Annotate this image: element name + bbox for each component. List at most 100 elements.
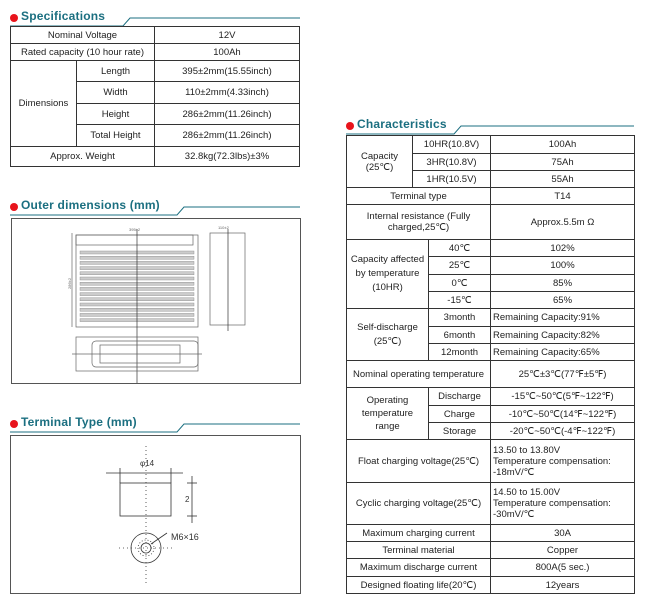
characteristics-table: Capacity (25℃)10HR(10.8V)100Ah 3HR(10.8V…: [345, 135, 636, 594]
label: 3month: [427, 308, 492, 327]
length-dimension: 395±2: [129, 227, 141, 232]
value: 100%: [490, 256, 636, 275]
value: 102%: [490, 239, 636, 257]
label: Charge: [427, 405, 492, 423]
label: 10HR(10.8V): [411, 135, 492, 154]
table-row: Float charging voltage(25℃) 13.50 to 13.…: [345, 439, 636, 483]
value: -15℃~50℃(5℉~122℉): [490, 387, 636, 406]
label: Discharge: [427, 387, 492, 406]
label: Total Height: [76, 124, 155, 147]
bullet-dot-icon: [10, 203, 18, 211]
bullet-dot-icon: [10, 420, 18, 428]
value: Approx.5.5m Ω: [490, 204, 636, 240]
value: 75Ah: [490, 153, 636, 171]
value: 286±2mm(11.26inch): [154, 124, 300, 147]
float-comp: Temperature compensation:: [493, 455, 611, 467]
bullet-dot-icon: [10, 14, 18, 22]
value: 12years: [490, 576, 636, 594]
value: 110±2mm(4.33inch): [154, 81, 300, 104]
battery-outline-drawing: 395±2 286±2 110±2: [67, 225, 246, 389]
label: Nominal operating temperature: [345, 360, 492, 388]
heading-underline: [10, 423, 300, 433]
table-row: Capacity (25℃)10HR(10.8V)100Ah: [346, 135, 636, 188]
value: 12V: [154, 26, 300, 44]
label: Maximum discharge current: [345, 558, 492, 577]
value: 800A(5 sec.): [490, 558, 636, 577]
value: 100Ah: [154, 43, 300, 61]
value: 85%: [490, 274, 636, 292]
cyclic-comp: Temperature compensation:: [493, 498, 611, 509]
label: -15℃: [427, 291, 492, 309]
value: -10℃~50℃(14℉~122℉): [490, 405, 636, 423]
label: Float charging voltage(25℃): [345, 439, 492, 483]
bolt-label: M6×16: [171, 532, 199, 542]
label: Storage: [427, 422, 492, 440]
value: 55Ah: [490, 170, 636, 188]
value: 32.8kg(72.3lbs)±3%: [154, 146, 300, 167]
width-dimension: 110±2: [218, 225, 230, 230]
label: Operating temperature range: [346, 387, 429, 440]
height-label: 2: [185, 495, 190, 504]
label: 0℃: [427, 274, 492, 292]
diameter-label: φ14: [140, 459, 155, 468]
table-row: Capacity affected by temperature (10HR)4…: [346, 239, 636, 309]
heading-underline: [346, 125, 634, 135]
table-row: Rated capacity (10 hour rate)100Ah: [10, 43, 300, 61]
table-row: Designed floating life(20℃)12years: [345, 576, 636, 594]
value: 30A: [490, 524, 636, 542]
value: Remaining Capacity:65%: [490, 343, 636, 361]
label: 12month: [427, 343, 492, 361]
label: Nominal Voltage: [10, 26, 155, 44]
label: Self-discharge (25℃): [346, 308, 429, 361]
table-row: Internal resistance (Fully charged,25℃)A…: [345, 204, 636, 240]
terminal-diagram: φ14 2 M6×16: [106, 446, 199, 586]
value: 395±2mm(15.55inch): [154, 60, 300, 82]
value: 286±2mm(11.26inch): [154, 103, 300, 125]
label: Terminal type: [345, 187, 492, 205]
outer-dimensions-heading: Outer dimensions (mm): [10, 198, 300, 218]
value: 100Ah: [490, 135, 636, 154]
table-row: 3HR(10.8V)75Ah: [347, 153, 636, 171]
bullet-dot-icon: [346, 122, 354, 130]
cyclic-comp-value: -30mV/℃: [493, 509, 535, 520]
heading-underline: [10, 206, 300, 216]
label: Maximum charging current: [345, 524, 492, 542]
label: Dimensions: [10, 60, 77, 147]
label: Rated capacity (10 hour rate): [10, 43, 155, 61]
label: Height: [76, 103, 155, 125]
label: 40℃: [427, 239, 492, 257]
value: 65%: [490, 291, 636, 309]
terminal-drawing: φ14 2 M6×16: [10, 435, 301, 594]
value: Copper: [490, 541, 636, 559]
value: T14: [490, 187, 636, 205]
float-comp-value: -18mV/℃: [493, 466, 535, 478]
label: Terminal material: [345, 541, 492, 559]
outer-dimensions-drawing: 395±2 286±2 110±2: [11, 218, 301, 389]
label: 3HR(10.8V): [411, 153, 492, 171]
label: 1HR(10.5V): [411, 170, 492, 188]
terminal-type-heading: Terminal Type (mm): [10, 415, 300, 435]
label: Capacity (25℃): [346, 135, 413, 188]
table-row: Charge-10℃~50℃(14℉~122℉): [347, 405, 636, 423]
value: Remaining Capacity:82%: [490, 326, 636, 344]
label: Internal resistance (Fully charged,25℃): [345, 204, 492, 240]
cyclic-voltage: 14.50 to 15.00V: [493, 487, 561, 498]
